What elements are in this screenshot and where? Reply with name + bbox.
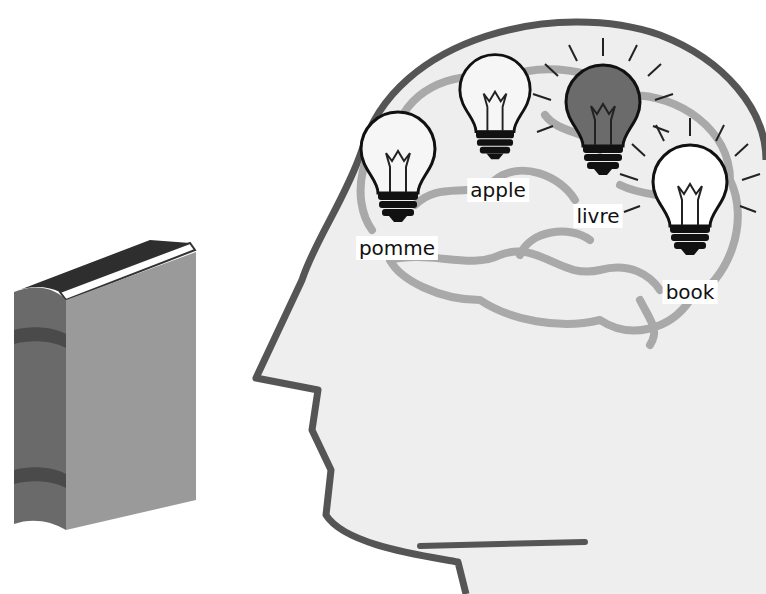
word-label: book xyxy=(663,280,718,304)
word-label: pomme xyxy=(356,236,438,260)
word-label: livre xyxy=(573,204,622,228)
bulb-book xyxy=(620,118,760,255)
book-illustration xyxy=(14,240,196,530)
head-silhouette xyxy=(256,22,766,594)
bulb-apple xyxy=(460,55,530,160)
bulb-pomme xyxy=(361,112,435,222)
bulb-livre xyxy=(533,38,673,175)
word-label: apple xyxy=(467,178,529,202)
brain-outline xyxy=(361,69,738,345)
